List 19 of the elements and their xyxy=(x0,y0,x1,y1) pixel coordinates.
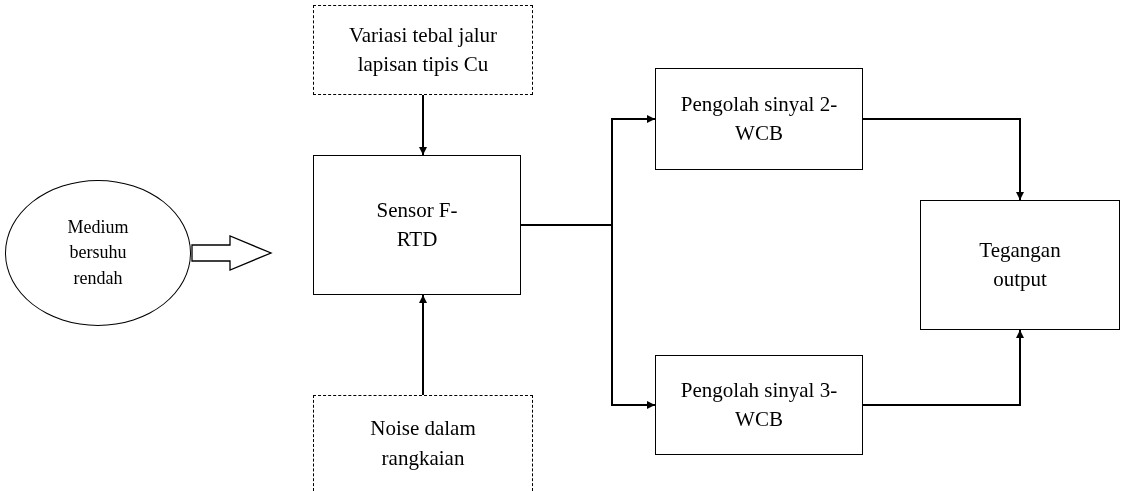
node-label: Sensor F- RTD xyxy=(375,196,459,253)
arrow xyxy=(419,294,427,396)
dashed-box xyxy=(313,395,533,491)
dashed-box xyxy=(313,5,533,95)
process-box xyxy=(920,200,1120,330)
arrow xyxy=(862,118,1024,201)
node-label: Tegangan output xyxy=(978,236,1062,293)
process-box xyxy=(655,355,863,455)
arrow xyxy=(419,94,427,156)
node-label: Medium bersuhu rendah xyxy=(66,216,130,290)
arrow xyxy=(520,224,656,409)
arrow xyxy=(862,329,1024,406)
block-arrow xyxy=(191,235,273,271)
node-label: Pengolah sinyal 3-WCB xyxy=(679,376,839,433)
node-label: Pengolah sinyal 2-WCB xyxy=(679,90,839,147)
node-label: Noise dalam rangkaian xyxy=(369,415,477,472)
process-box xyxy=(313,155,521,295)
process-box xyxy=(655,68,863,170)
node-label: Variasi tebal jalur lapisan tipis Cu xyxy=(347,21,499,78)
